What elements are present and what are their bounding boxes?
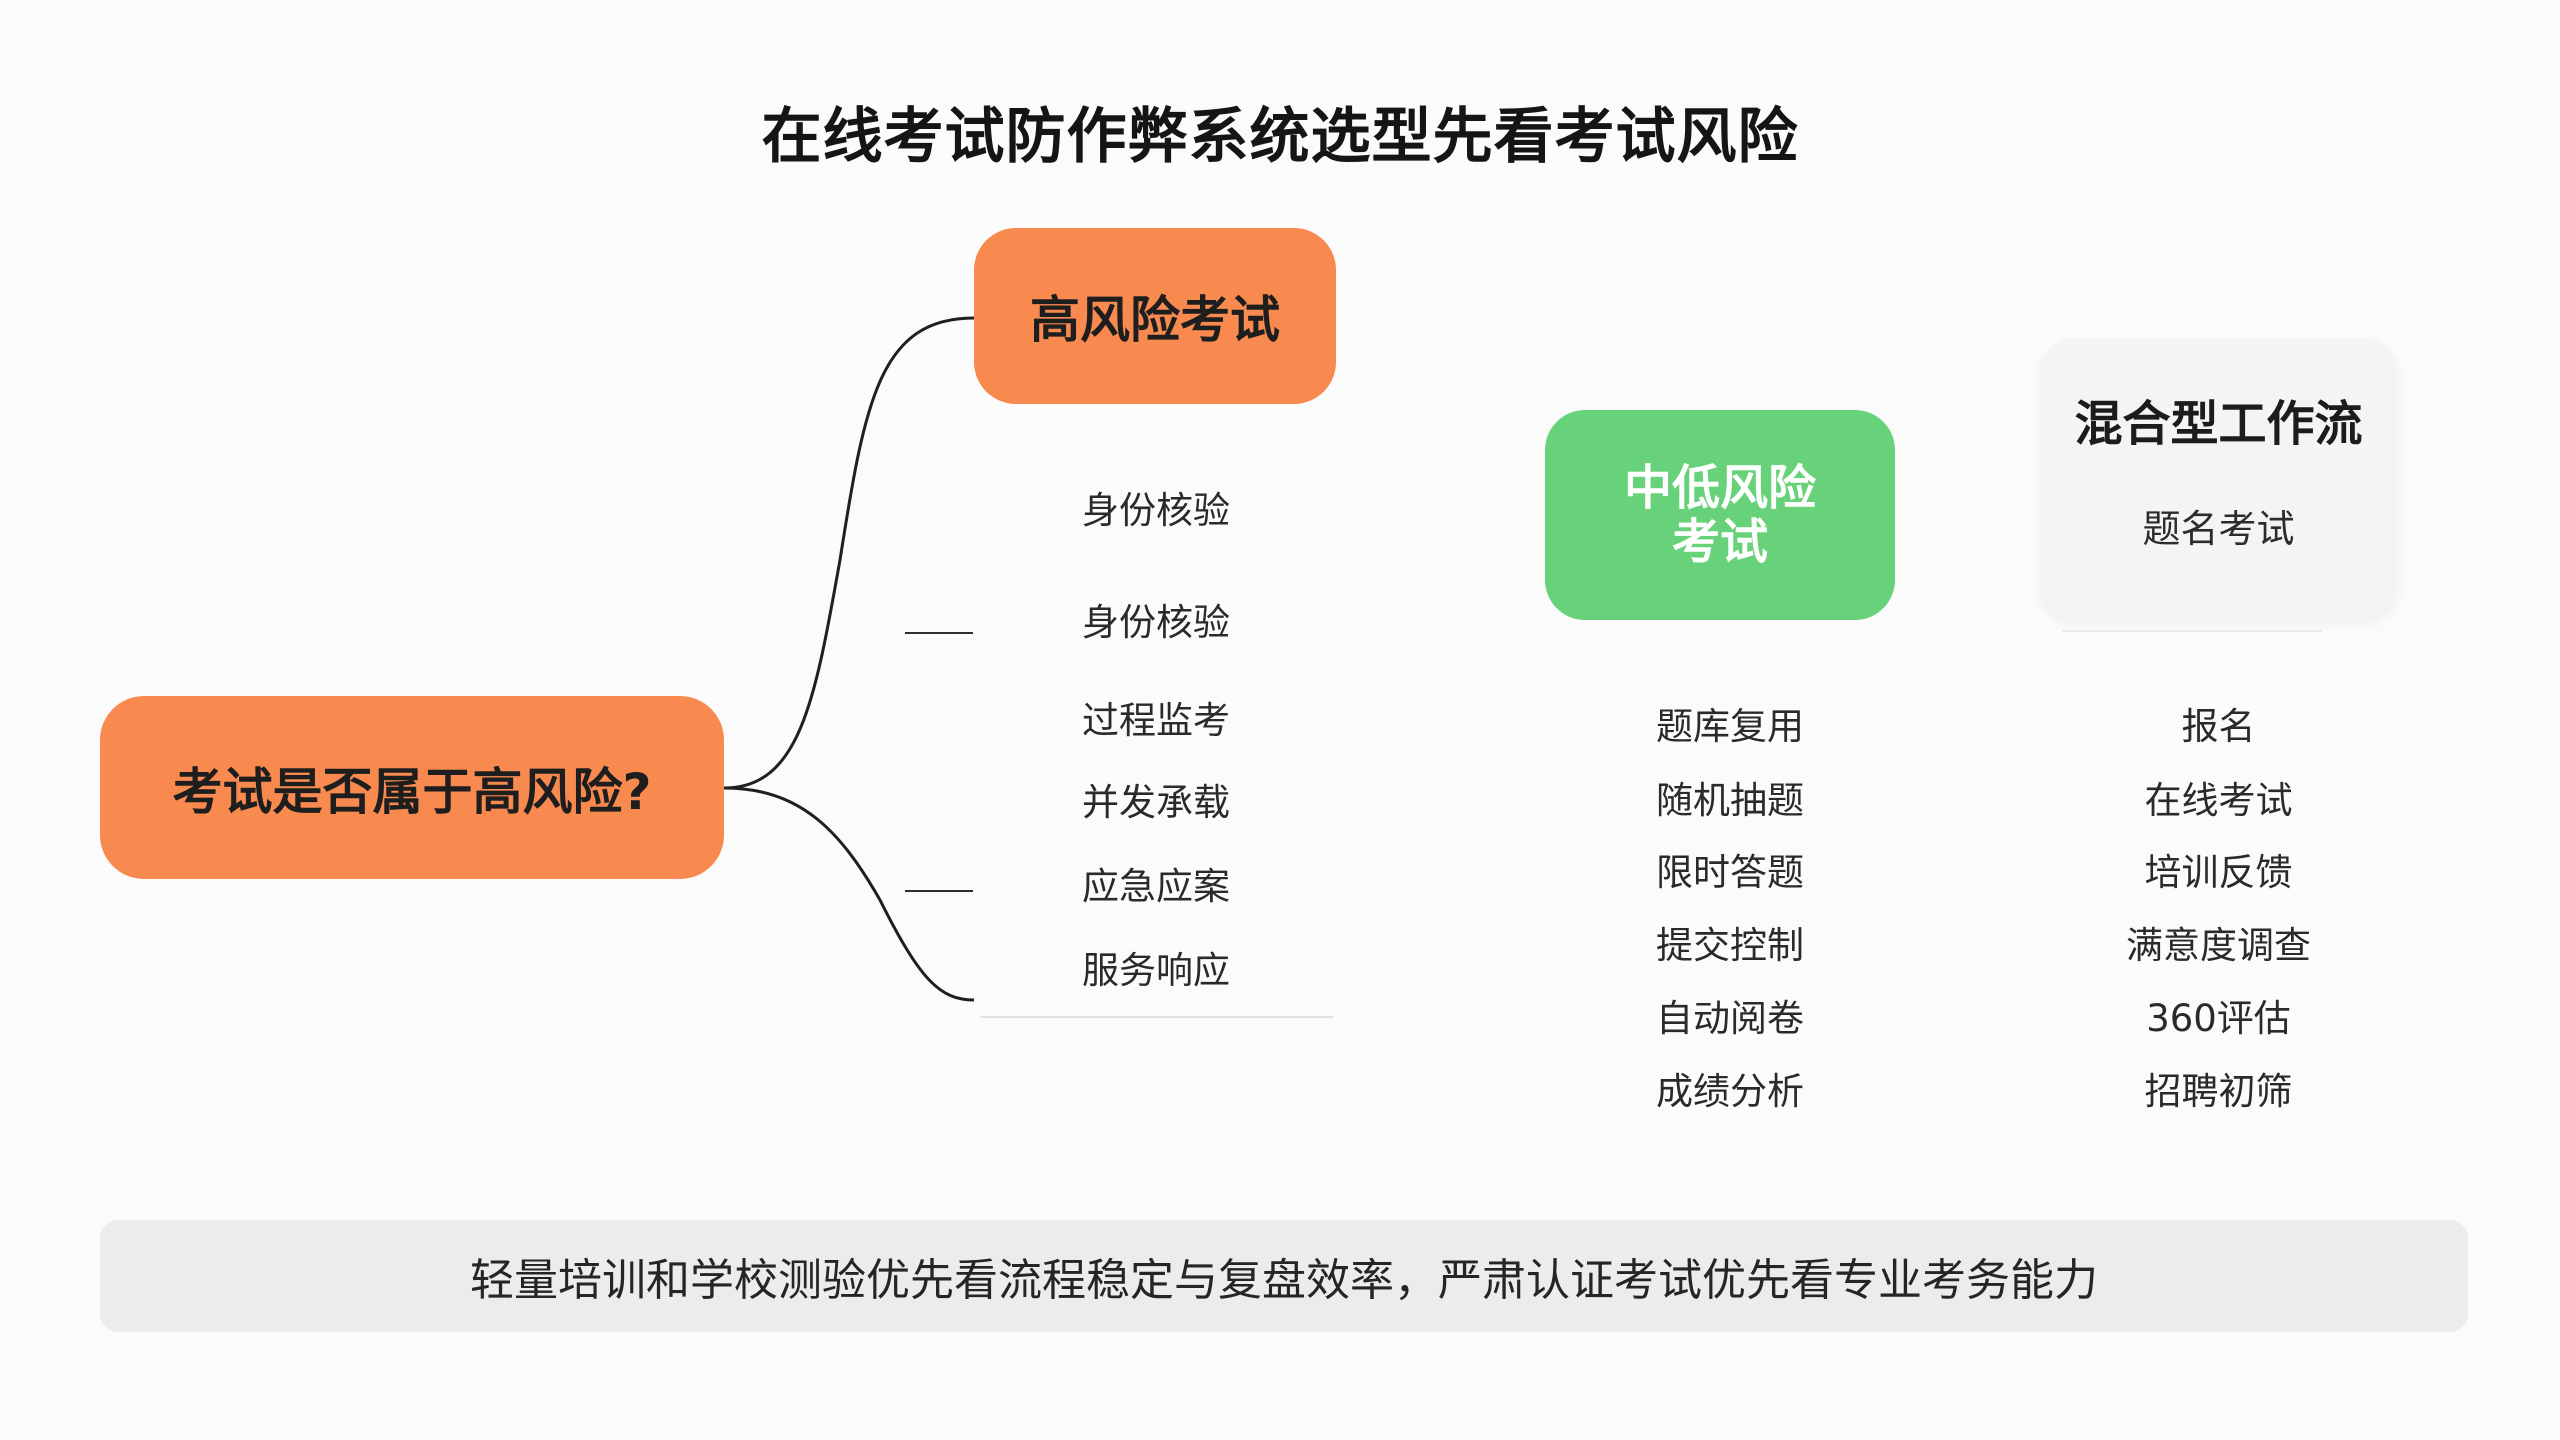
mid-low-risk-item-3: 限时答题 (1656, 851, 1804, 894)
high-risk-label: 高风险考试 (1030, 291, 1280, 349)
high-risk-item-6: 服务响应 (1082, 949, 1230, 992)
hybrid-workflow-title: 混合型工作流 (2074, 396, 2363, 452)
root-question-node: 考试是否属于高风险? (100, 696, 724, 879)
divider-line-upper (905, 632, 973, 634)
mid-low-risk-item-1: 题库复用 (1656, 705, 1804, 748)
hybrid-item-3: 培训反馈 (2144, 851, 2293, 894)
hybrid-item-1: 报名 (2181, 705, 2256, 748)
root-question-label: 考试是否属于高风险? (172, 762, 652, 821)
mid-low-risk-item-4: 提交控制 (1656, 924, 1804, 967)
high-risk-item-3: 过程监考 (1082, 699, 1230, 742)
page-title: 在线考试防作弊系统选型先看考试风险 (761, 102, 1799, 172)
high-risk-item-5: 应急应案 (1082, 865, 1230, 908)
mid-low-risk-node: 中低风险 考试 (1545, 410, 1895, 620)
footer-summary-banner: 轻量培训和学校测验优先看流程稳定与复盘效率，严肃认证考试优先看专业考务能力 (100, 1220, 2468, 1332)
high-risk-item-1: 身份核验 (1082, 489, 1230, 532)
connector-root-to-lower-branch (723, 786, 975, 1002)
high-risk-item-2: 身份核验 (1082, 601, 1230, 644)
mid-low-risk-item-2: 随机抽题 (1656, 779, 1804, 822)
mid-low-risk-item-5: 自动阅卷 (1656, 997, 1804, 1040)
hybrid-item-6: 招聘初筛 (2144, 1070, 2293, 1113)
hybrid-item-2: 在线考试 (2144, 779, 2293, 822)
hybrid-item-5: 360评估 (2146, 997, 2291, 1040)
high-risk-item-4: 并发承载 (1082, 781, 1230, 824)
high-risk-node: 高风险考试 (974, 228, 1336, 404)
hybrid-workflow-subtitle: 题名考试 (2142, 507, 2295, 551)
hybrid-item-4: 满意度调查 (2126, 924, 2311, 967)
footer-summary-text: 轻量培训和学校测验优先看流程稳定与复盘效率，严肃认证考试优先看专业考务能力 (470, 1255, 2098, 1306)
mid-low-risk-label: 中低风险 考试 (1623, 460, 1816, 570)
hybrid-card-underline (2062, 630, 2322, 632)
high-risk-list-underline (980, 1016, 1333, 1018)
hybrid-workflow-card (2040, 338, 2397, 618)
connector-root-to-high (723, 316, 975, 790)
divider-line-lower (905, 890, 973, 892)
mid-low-risk-item-6: 成绩分析 (1656, 1070, 1804, 1113)
